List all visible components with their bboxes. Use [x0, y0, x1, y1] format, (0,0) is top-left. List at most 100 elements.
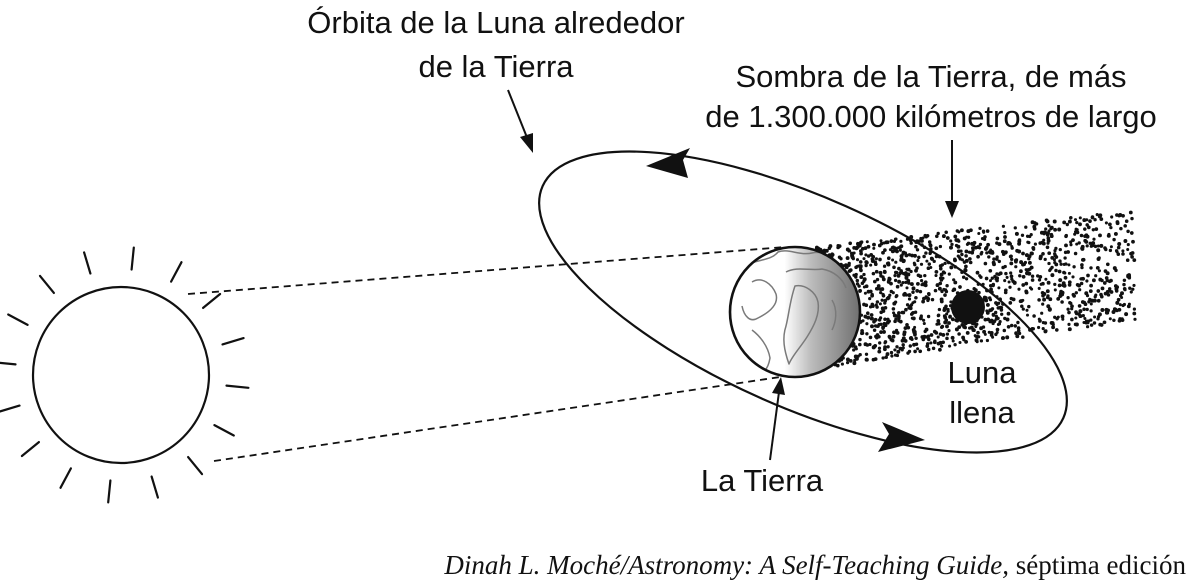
shadow-dot [912, 330, 917, 335]
shadow-dot [851, 256, 855, 261]
shadow-dot [1104, 221, 1108, 225]
shadow-dot [1093, 218, 1097, 222]
shadow-dot [939, 325, 944, 330]
shadow-dot [997, 259, 1002, 264]
shadow-dot [884, 355, 888, 359]
shadow-dot [1003, 290, 1008, 295]
shadow-dot [1044, 277, 1048, 281]
shadow-dot [1073, 218, 1078, 222]
shadow-dot [1062, 283, 1067, 288]
shadow-dot [1083, 302, 1088, 307]
shadow-dot [895, 284, 900, 289]
orbit-label-line2: de la Tierra [418, 49, 574, 84]
shadow-dot [941, 276, 945, 280]
shadow-dot [1075, 282, 1080, 287]
shadow-dot [1025, 270, 1029, 275]
shadow-dot [879, 241, 884, 246]
shadow-dot [955, 238, 960, 243]
shadow-dot [1036, 274, 1040, 278]
shadow-dot [1014, 231, 1019, 236]
shadow-dot [892, 313, 897, 318]
shadow-dot [972, 243, 976, 247]
shadow-dot [1107, 279, 1112, 284]
shadow-dot [916, 258, 920, 263]
shadow-dot [994, 301, 998, 305]
shadow-dot [909, 269, 913, 274]
shadow-dot [908, 344, 912, 348]
shadow-dot [1124, 219, 1129, 223]
shadow-dot [865, 358, 869, 362]
shadow-dot [1126, 243, 1130, 247]
shadow-dot [913, 325, 917, 329]
shadow-dot [953, 234, 958, 239]
shadow-dot [935, 234, 939, 239]
shadow-dot [934, 246, 939, 251]
shadow-label-line2: de 1.300.000 kilómetros de largo [705, 99, 1157, 134]
shadow-dot [990, 276, 994, 280]
shadow-dot [895, 345, 899, 349]
orbit-pointer-arrow [507, 89, 533, 153]
shadow-dot [871, 304, 875, 308]
shadow-dot [950, 317, 955, 322]
shadow-dot [911, 286, 916, 291]
shadow-dot [919, 238, 923, 243]
shadow-dot [990, 250, 995, 255]
shadow-dot [1010, 277, 1014, 281]
shadow-dot [985, 251, 989, 255]
shadow-dot [1025, 313, 1030, 317]
shadow-dot [964, 340, 968, 344]
shadow-dot [1043, 329, 1048, 334]
shadow-dot [941, 332, 946, 337]
shadow-dot [1042, 238, 1046, 242]
orbit-label-line1: Órbita de la Luna alrededor [307, 5, 684, 40]
shadow-dot [1092, 237, 1096, 241]
shadow-dot [1084, 239, 1089, 244]
shadow-dot [872, 242, 876, 247]
shadow-dot [1016, 329, 1021, 333]
shadow-dot [1120, 317, 1124, 321]
shadow-dot [1132, 307, 1136, 311]
shadow-dot [977, 335, 981, 339]
shadow-dot [945, 284, 949, 288]
sun-ray [221, 337, 245, 346]
shadow-dot [871, 255, 875, 259]
shadow-dot [858, 342, 862, 347]
shadow-dot [912, 261, 916, 265]
sun-ray [7, 313, 29, 326]
shadow-dot [988, 268, 993, 273]
shadow-dot [923, 280, 928, 285]
shadow-dot [1059, 289, 1063, 294]
shadow-dot [865, 260, 869, 265]
shadow-dot [1066, 307, 1070, 311]
shadow-dot [1041, 302, 1045, 306]
shadow-dot [899, 254, 904, 259]
shadow-dot [1005, 317, 1010, 322]
shadow-dot [1047, 224, 1051, 228]
shadow-dot [828, 244, 833, 249]
shadow-dot [883, 347, 887, 352]
shadow-dot [1100, 286, 1105, 291]
shadow-dot [904, 280, 908, 285]
shadow-dot [916, 282, 920, 286]
shadow-dot [1088, 241, 1092, 245]
shadow-dot [852, 246, 856, 250]
shadow-dot [1069, 301, 1073, 306]
shadow-dot [857, 264, 862, 268]
shadow-dot [1067, 219, 1072, 224]
shadow-dot [1016, 320, 1020, 325]
shadow-dot [1116, 245, 1121, 250]
shadow-dot [878, 302, 882, 306]
shadow-dot [904, 275, 909, 280]
shadow-dot [1094, 227, 1099, 231]
shadow-dot [1001, 224, 1005, 228]
shadow-dot [1077, 304, 1082, 308]
shadow-dot [962, 260, 967, 264]
shadow-dot [1081, 314, 1085, 318]
shadow-dot [1046, 294, 1050, 298]
credit-edition: séptima edición [1009, 550, 1186, 580]
shadow-dot [881, 356, 885, 360]
shadow-dot [901, 310, 906, 315]
shadow-dot [955, 229, 959, 233]
shadow-dot [873, 279, 877, 284]
shadow-dot [1048, 268, 1052, 273]
